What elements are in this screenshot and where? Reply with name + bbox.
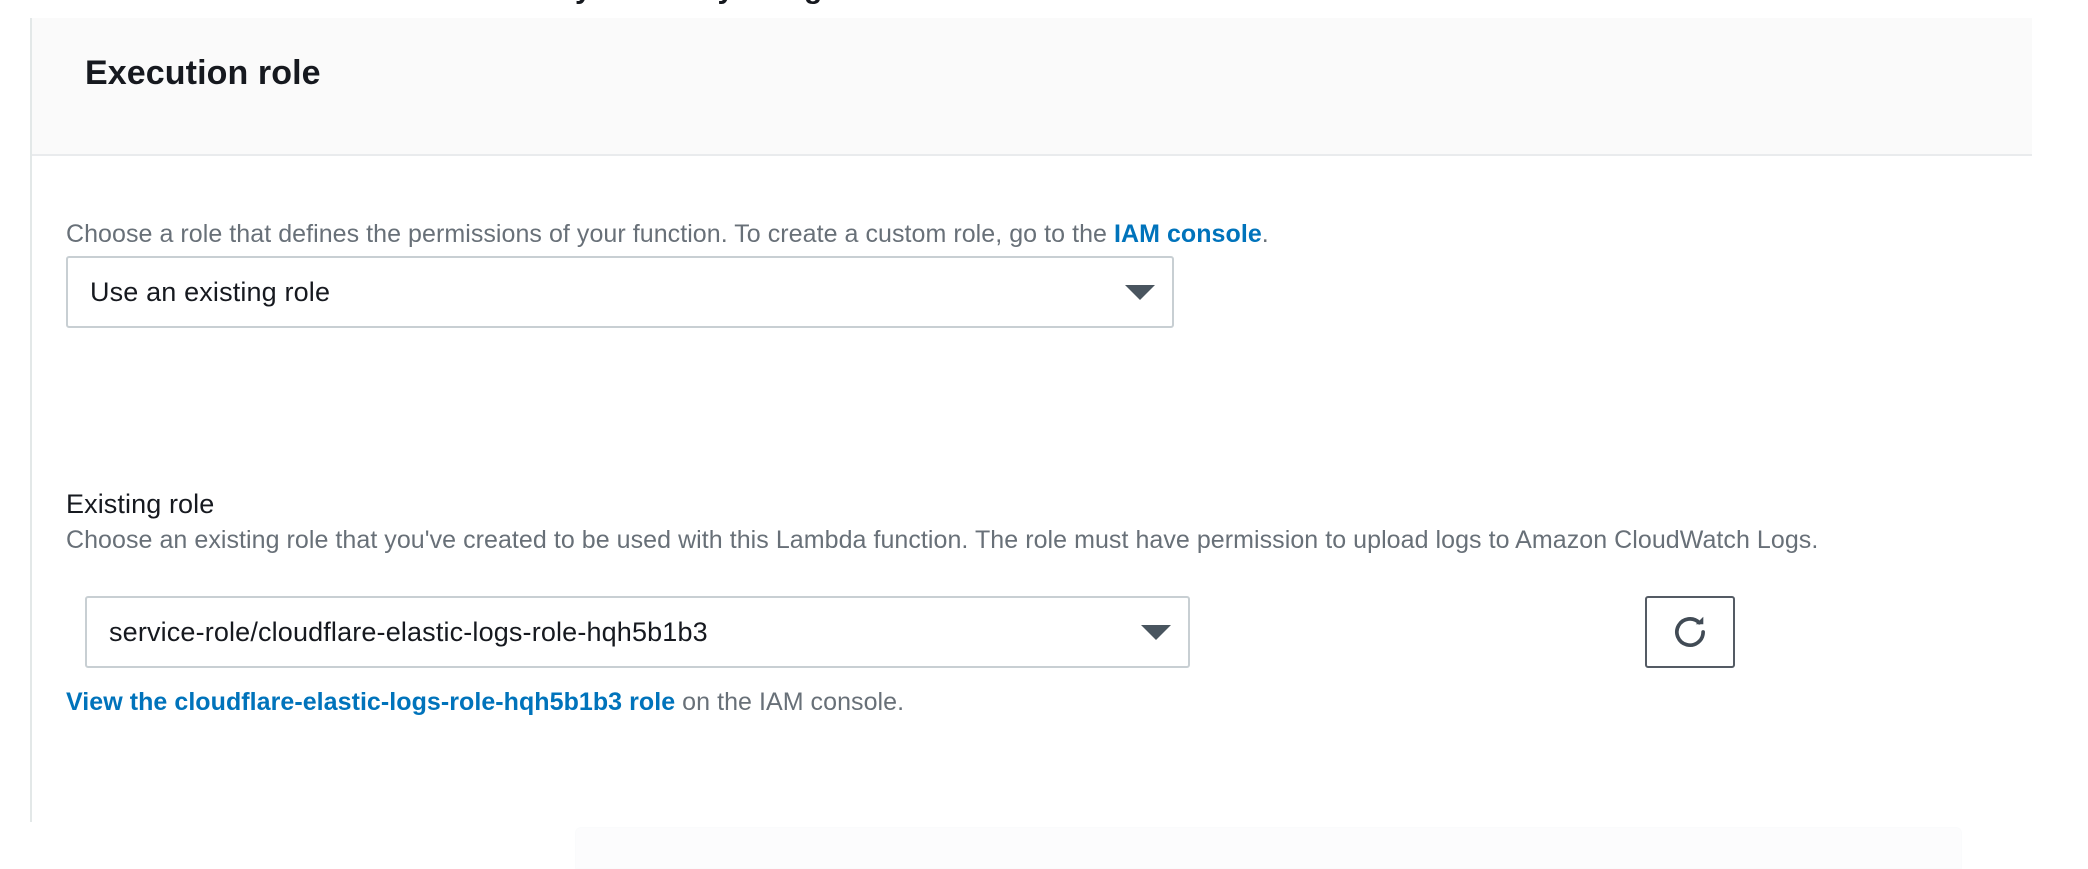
chevron-down-icon — [1124, 624, 1188, 640]
role-source-description: Choose a role that defines the permissio… — [66, 216, 1269, 252]
existing-role-select[interactable]: service-role/cloudflare-elastic-logs-rol… — [85, 596, 1190, 668]
role-source-description-suffix: . — [1261, 220, 1269, 248]
execution-role-card: Execution role Choose a role that define… — [30, 18, 2032, 822]
existing-role-select-value: service-role/cloudflare-elastic-logs-rol… — [109, 616, 708, 647]
existing-role-label: Existing role — [66, 489, 215, 519]
refresh-icon — [1669, 611, 1711, 653]
iam-console-link[interactable]: IAM console — [1113, 220, 1262, 248]
existing-role-description: Choose an existing role that you've crea… — [66, 526, 1819, 554]
screen-root: y role ... by ... ing Execution role Cho… — [30, 0, 2032, 869]
card-header: Execution role — [32, 18, 2032, 156]
chevron-down-icon — [1108, 284, 1172, 300]
page-title: Execution role — [85, 54, 321, 92]
role-source-description-prefix: Choose a role that defines the permissio… — [66, 220, 1114, 248]
card-body: Choose a role that defines the permissio… — [32, 156, 2032, 820]
view-role-suffix: on the IAM console. — [675, 688, 905, 716]
clipped-text-above: y role ... by ... ing — [575, 0, 1175, 4]
view-role-line: View the cloudflare-elastic-logs-role-hq… — [66, 684, 904, 720]
refresh-roles-button[interactable] — [1645, 596, 1735, 668]
execution-role-source-select-value: Use an existing role — [90, 276, 331, 307]
execution-role-source-select[interactable]: Use an existing role — [66, 256, 1174, 328]
next-card-peek — [575, 827, 1962, 869]
view-role-link[interactable]: View the cloudflare-elastic-logs-role-hq… — [66, 688, 676, 716]
